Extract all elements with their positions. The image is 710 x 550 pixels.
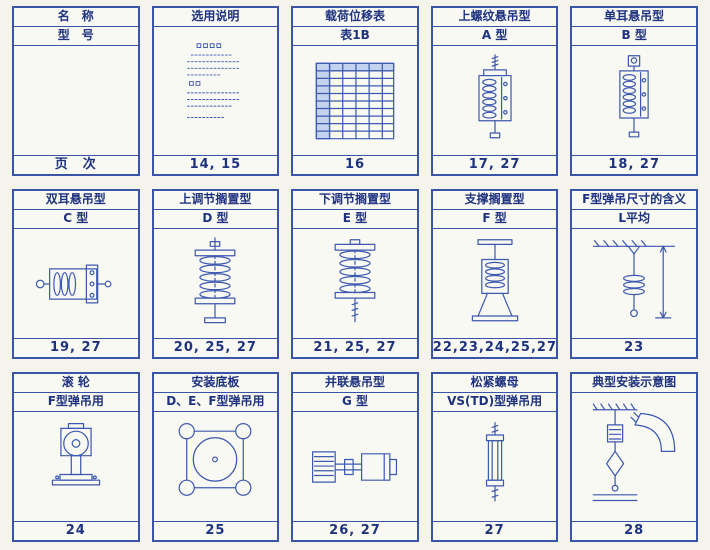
cell-title: 单耳悬吊型 (572, 8, 696, 27)
cell-drawing-area (154, 27, 278, 155)
cell-subtitle: F型弹吊用 (14, 393, 138, 412)
catalog-cell-index: 名 称 型 号 页 次 (12, 6, 140, 176)
cell-page-numbers: 21, 25, 27 (293, 338, 417, 357)
cell-title: 选用说明 (153, 8, 278, 27)
catalog-cell-type-d: 上调节搁置型 D 型 20, 25, 27 (151, 189, 280, 359)
catalog-cell-type-b: 单耳悬吊型 B 型 18, 27 (570, 6, 698, 176)
cell-drawing-area (572, 393, 696, 521)
cell-page-numbers: 27 (432, 521, 557, 540)
typical-installation-diagram-drawing (592, 403, 676, 502)
cell-page-numbers: 页 次 (14, 155, 138, 174)
cell-drawing-area (293, 229, 417, 338)
cell-subtitle: G 型 (293, 393, 417, 412)
type-g-hanger-drawing (311, 450, 398, 483)
cell-drawing-area (433, 412, 557, 521)
type-d-hanger-drawing (194, 236, 236, 323)
cell-page-numbers: 20, 25, 27 (153, 338, 278, 357)
catalog-cell-load-table: 载荷位移表 表1B 16 (291, 6, 419, 176)
catalog-cell-roller: 滚 轮 F型弹吊用 24 (12, 372, 140, 542)
type-f-hanger-drawing (471, 238, 518, 321)
selection-notes-text-drawing (187, 43, 240, 118)
cell-title: 并联悬吊型 (293, 374, 417, 393)
turnbuckle-drawing (485, 421, 504, 502)
catalog-cell-base-plate: 安装底板 D、E、F型弹吊用 25 (151, 372, 280, 542)
catalog-cell-type-e: 下调节搁置型 E 型 21, 25, 27 (291, 189, 419, 359)
cell-drawing-area (14, 46, 138, 155)
cell-title: 松紧螺母 (432, 374, 557, 393)
cell-page-numbers: 24 (14, 521, 138, 540)
cell-subtitle: B 型 (572, 27, 696, 46)
cell-drawing-area (433, 46, 557, 155)
roller-drawing (51, 422, 100, 486)
cell-page-numbers: 14, 15 (153, 155, 278, 174)
cell-page-numbers: 16 (293, 155, 417, 174)
cell-title: 上调节搁置型 (153, 191, 278, 210)
cell-subtitle: 表1B (293, 27, 417, 46)
cell-page-numbers: 22,23,24,25,27 (432, 338, 558, 355)
cell-page-numbers: 18, 27 (572, 155, 696, 174)
catalog-cell-turnbuckle: 松紧螺母 VS(TD)型弹吊用 27 (430, 372, 559, 542)
cell-title: 载荷位移表 (293, 8, 417, 27)
cell-page-numbers: 26, 27 (293, 521, 417, 540)
cell-drawing-area (572, 229, 696, 338)
cell-page-numbers: 23 (572, 338, 696, 357)
cell-title: 名 称 (14, 8, 138, 27)
cell-title: F型弹吊尺寸的含义 (572, 191, 696, 210)
base-plate-drawing (178, 422, 252, 496)
type-c-hanger-drawing (35, 264, 112, 303)
cell-drawing-area (14, 412, 138, 521)
type-b-hanger-drawing (619, 54, 649, 137)
catalog-cell-selection-notes: 选用说明 14, 15 (151, 6, 280, 176)
cell-title: 支撑搁置型 (432, 191, 557, 210)
cell-drawing-area (14, 229, 138, 338)
load-displacement-table-drawing (315, 62, 395, 139)
cell-title: 安装底板 (153, 374, 278, 393)
cell-title: 双耳悬吊型 (14, 191, 138, 210)
catalog-cell-type-c: 双耳悬吊型 C 型 19, 27 (12, 189, 140, 359)
cell-subtitle: D 型 (153, 210, 278, 229)
cell-drawing-area (293, 46, 417, 155)
catalog-cell-type-g: 并联悬吊型 G 型 26, 27 (291, 372, 419, 542)
cell-subtitle: 型 号 (14, 27, 138, 46)
cell-page-numbers: 28 (572, 521, 696, 540)
catalog-cell-type-f: 支撑搁置型 F 型 22,23,24,25,27 (430, 189, 559, 359)
f-type-dimension-diagram-drawing (593, 239, 676, 319)
cell-title: 上螺纹悬吊型 (432, 8, 557, 27)
cell-title: 典型安装示意图 (572, 374, 696, 393)
cell-drawing-area (154, 229, 278, 338)
cell-subtitle: E 型 (293, 210, 417, 229)
catalog-cell-f-dimensions: F型弹吊尺寸的含义 L平均 23 (570, 189, 698, 359)
type-a-hanger-drawing (477, 53, 512, 138)
cell-subtitle: L平均 (572, 210, 696, 229)
cell-subtitle: A 型 (432, 27, 557, 46)
cell-page-numbers: 25 (153, 521, 278, 540)
cell-title: 下调节搁置型 (293, 191, 417, 210)
cell-page-numbers: 19, 27 (14, 338, 138, 357)
cell-subtitle: VS(TD)型弹吊用 (432, 393, 557, 412)
cell-drawing-area (154, 412, 278, 521)
cell-subtitle: F 型 (432, 210, 557, 229)
cell-drawing-area (293, 412, 417, 521)
cell-drawing-area (572, 46, 696, 155)
cell-subtitle: C 型 (14, 210, 138, 229)
cell-subtitle: D、E、F型弹吊用 (153, 393, 278, 412)
type-e-hanger-drawing (334, 238, 376, 322)
catalog-cell-type-a: 上螺纹悬吊型 A 型 17, 27 (430, 6, 559, 176)
cell-drawing-area (433, 229, 557, 338)
cell-title: 滚 轮 (14, 374, 138, 393)
cell-page-numbers: 17, 27 (432, 155, 557, 174)
catalog-cell-installation: 典型安装示意图 28 (570, 372, 698, 542)
